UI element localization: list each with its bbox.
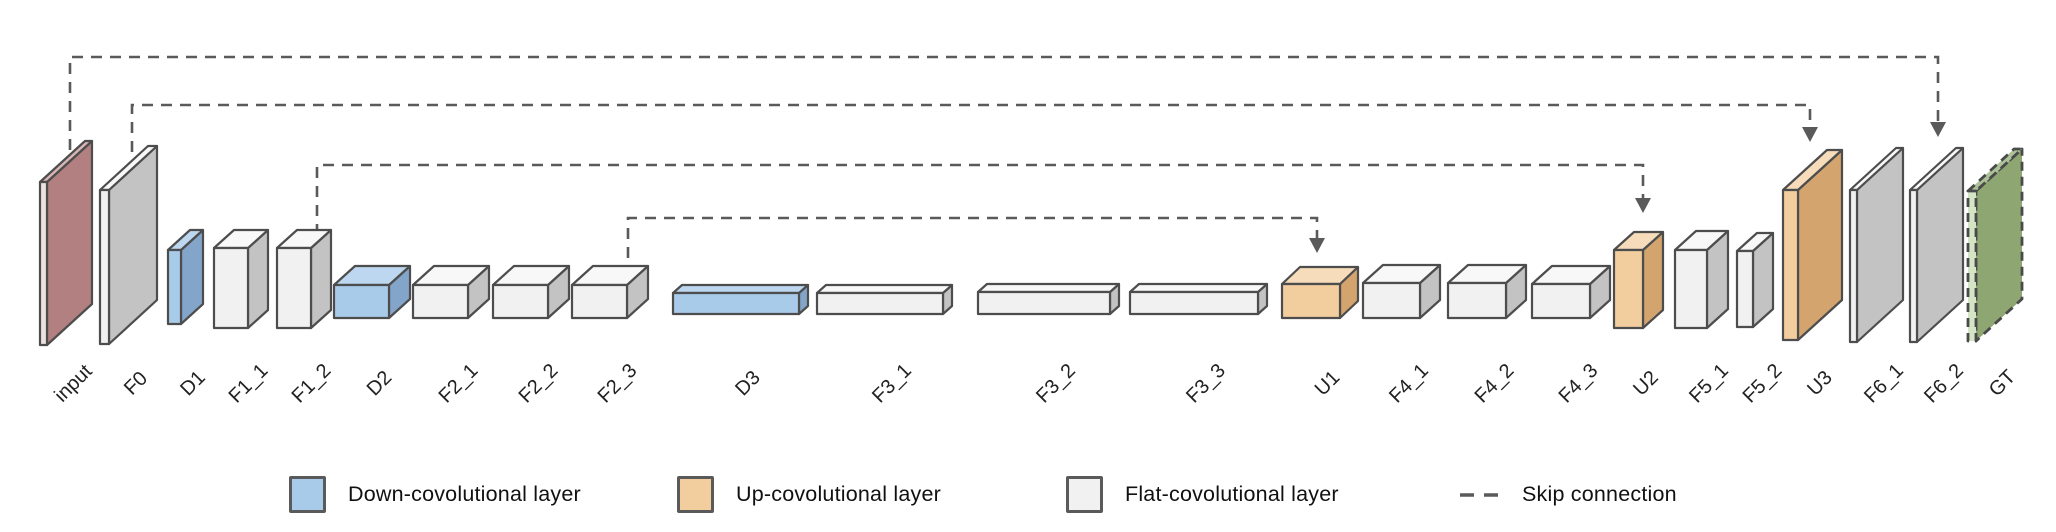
layer-label-F1_1: F1_1 bbox=[225, 360, 273, 408]
layer-box-F5_1: F5_1 bbox=[1673, 229, 1733, 408]
box-front-face bbox=[1966, 189, 1978, 343]
layer-label-F3_1: F3_1 bbox=[868, 360, 916, 408]
layer-label-U2: U2 bbox=[1629, 367, 1663, 401]
layer-label-D1: D1 bbox=[176, 367, 210, 401]
layer-label-F2_3: F2_3 bbox=[594, 360, 642, 408]
layer-box-F5_2: F5_2 bbox=[1735, 231, 1787, 408]
layer-box-F6_2: F6_2 bbox=[1908, 146, 1968, 408]
layer-box-D2: D2 bbox=[332, 264, 412, 401]
box-front-face bbox=[671, 291, 801, 316]
skip-dashed-path bbox=[130, 103, 1812, 152]
box-top-face bbox=[671, 283, 810, 295]
layer-box-U2: U2 bbox=[1612, 230, 1665, 401]
layer-label-F3_2: F3_2 bbox=[1032, 360, 1080, 408]
layer-label-F3_3: F3_3 bbox=[1182, 360, 1230, 408]
layer-box-F4_3: F4_3 bbox=[1530, 264, 1612, 408]
layer-box-F6_1: F6_1 bbox=[1848, 146, 1908, 408]
layer-box-F2_2: F2_2 bbox=[491, 264, 571, 408]
box-front-face bbox=[815, 291, 945, 316]
layer-label-GT: GT bbox=[1985, 366, 2020, 401]
layer-box-D1: D1 bbox=[166, 228, 210, 401]
box-front-face bbox=[976, 290, 1112, 316]
layer-box-F0: F0 bbox=[98, 144, 159, 400]
layer-label-D3: D3 bbox=[731, 367, 765, 401]
box-front-face bbox=[1361, 281, 1422, 320]
layer-box-U3: U3 bbox=[1781, 148, 1844, 401]
box-front-face bbox=[1908, 188, 1919, 344]
layer-box-F4_2: F4_2 bbox=[1446, 263, 1528, 408]
box-front-face bbox=[1673, 248, 1709, 330]
layer-label-F1_2: F1_2 bbox=[288, 360, 336, 408]
skip-connection-F1_2-to-U2 bbox=[315, 163, 1651, 235]
layer-label-F6_1: F6_1 bbox=[1860, 360, 1908, 408]
box-top-face bbox=[976, 282, 1121, 294]
layer-box-F1_1: F1_1 bbox=[212, 228, 273, 408]
box-side-face bbox=[1974, 147, 2024, 343]
skip-connection-input-to-F6_2 bbox=[68, 55, 1946, 150]
skip-dashed-path bbox=[626, 216, 1319, 258]
box-front-face bbox=[1530, 282, 1592, 320]
box-front-face bbox=[1280, 282, 1342, 320]
skip-arrowhead bbox=[1930, 122, 1946, 137]
box-front-face bbox=[1735, 249, 1755, 329]
layer-box-U1: U1 bbox=[1280, 265, 1360, 401]
layer-label-F0: F0 bbox=[120, 367, 152, 399]
layer-box-input: input bbox=[38, 139, 97, 407]
box-front-face bbox=[212, 246, 250, 330]
box-front-face bbox=[570, 283, 629, 320]
skip-dashed-path bbox=[315, 163, 1645, 235]
box-front-face bbox=[1612, 248, 1645, 330]
layer-box-F1_2: F1_2 bbox=[275, 228, 336, 408]
box-front-face bbox=[1848, 188, 1859, 344]
skip-arrowhead bbox=[1309, 238, 1325, 253]
box-front-face bbox=[491, 283, 550, 320]
skip-connection-F0-to-U3 bbox=[130, 103, 1818, 152]
box-front-face bbox=[275, 246, 313, 330]
box-front-face bbox=[1781, 188, 1800, 342]
skip-arrowhead bbox=[1802, 127, 1818, 142]
box-top-face bbox=[815, 283, 954, 295]
layer-box-F3_1: F3_1 bbox=[815, 283, 954, 408]
box-front-face bbox=[38, 180, 49, 347]
layer-box-F3_3: F3_3 bbox=[1128, 282, 1269, 408]
box-top-face bbox=[1128, 282, 1269, 294]
skip-arrowhead bbox=[1635, 198, 1651, 213]
layer-label-F5_1: F5_1 bbox=[1685, 360, 1733, 408]
box-front-face bbox=[166, 248, 183, 326]
box-front-face bbox=[332, 283, 391, 320]
box-front-face bbox=[411, 283, 470, 320]
layer-label-F4_2: F4_2 bbox=[1471, 360, 1519, 408]
layer-box-F2_1: F2_1 bbox=[411, 264, 491, 408]
layer-label-U3: U3 bbox=[1803, 367, 1837, 401]
layer-box-D3: D3 bbox=[671, 283, 810, 401]
layer-box-F2_3: F2_3 bbox=[570, 264, 650, 408]
layer-box-GT: GT bbox=[1966, 147, 2024, 401]
layer-label-F2_2: F2_2 bbox=[515, 360, 563, 408]
skip-connection-F2_3-to-U1 bbox=[626, 216, 1325, 258]
layer-label-F4_3: F4_3 bbox=[1555, 360, 1603, 408]
layer-label-F5_2: F5_2 bbox=[1739, 360, 1787, 408]
layer-label-F4_1: F4_1 bbox=[1385, 360, 1433, 408]
layer-label-input: input bbox=[50, 360, 97, 407]
box-front-face bbox=[1446, 281, 1508, 320]
layer-label-D2: D2 bbox=[363, 367, 397, 401]
layer-box-F4_1: F4_1 bbox=[1361, 263, 1442, 408]
layer-box-F3_2: F3_2 bbox=[976, 282, 1121, 408]
box-front-face bbox=[98, 188, 111, 346]
layer-label-F6_2: F6_2 bbox=[1920, 360, 1968, 408]
layer-label-F2_1: F2_1 bbox=[435, 360, 483, 408]
box-front-face bbox=[1128, 290, 1260, 316]
layer-label-U1: U1 bbox=[1311, 367, 1345, 401]
skip-dashed-path bbox=[68, 55, 1940, 150]
